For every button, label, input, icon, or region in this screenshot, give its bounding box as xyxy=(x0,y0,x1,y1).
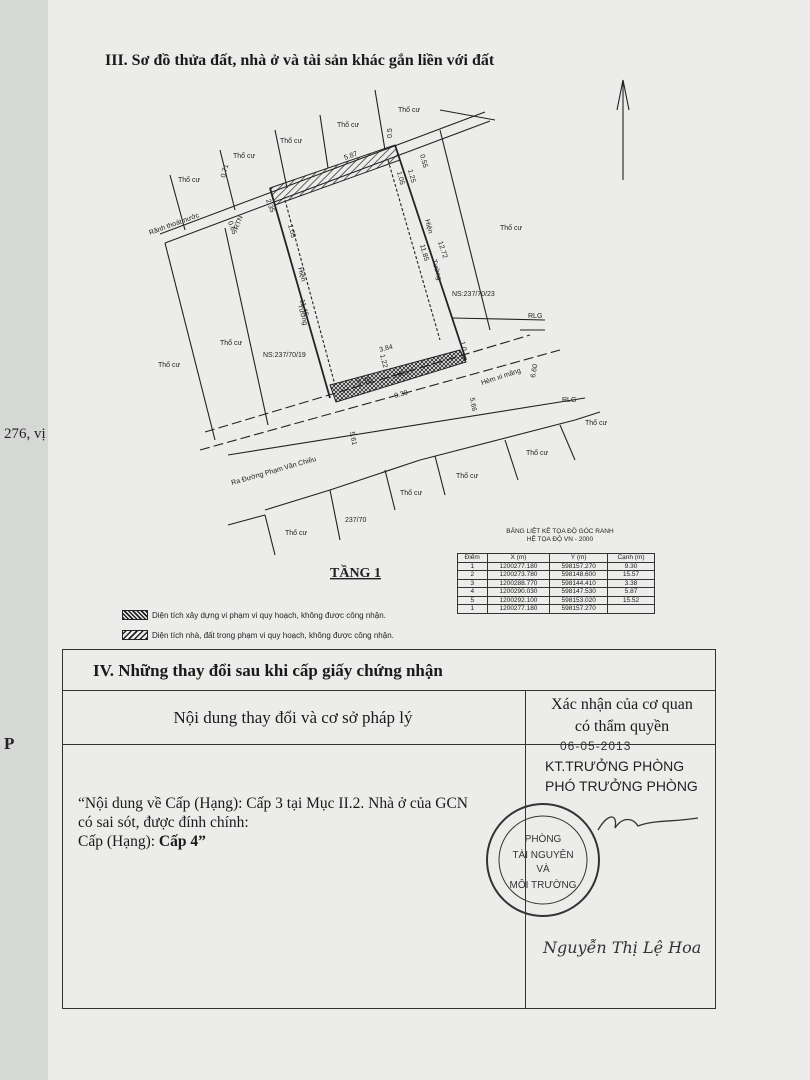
official-seal-icon: PHÒNG TÀI NGUYÊN VÀ MÔI TRƯỜNG xyxy=(486,803,600,917)
left-page-fragment-2: P xyxy=(4,734,15,753)
coord-table-caption: BẢNG LIỆT KÊ TỌA ĐỘ GÓC RANH HỆ TỌA ĐỘ V… xyxy=(506,528,614,543)
left-page-strip xyxy=(0,0,48,1080)
svg-text:5.66: 5.66 xyxy=(468,397,477,412)
svg-text:0.5: 0.5 xyxy=(387,128,394,138)
svg-text:0.65: 0.65 xyxy=(226,220,237,235)
column-divider xyxy=(525,690,526,1008)
neighbor-line-2 xyxy=(224,227,269,426)
rlg-label-1: RLG xyxy=(528,313,542,320)
svg-text:5.30: 5.30 xyxy=(357,377,372,387)
section4-table: IV. Những thay đổi sau khi cấp giấy chứn… xyxy=(62,649,716,1009)
planning-line-1 xyxy=(199,349,561,451)
svg-text:Thổ cư: Thổ cư xyxy=(337,121,360,129)
svg-text:PHÒNG: PHÒNG xyxy=(525,832,562,845)
signature-icon xyxy=(597,816,699,831)
neighbor-line-1 xyxy=(164,242,216,441)
section3-title: III. Sơ đồ thửa đất, nhà ở và tài sản kh… xyxy=(105,52,495,69)
svg-text:0.55: 0.55 xyxy=(418,154,428,169)
wall-label-right-2: Tường xyxy=(430,259,442,282)
legend-item-planning: Diện tích nhà, đất trong phạm vi quy hoạ… xyxy=(122,630,394,640)
svg-text:Thổ cư: Thổ cư xyxy=(526,449,549,457)
svg-text:Thổ cư: Thổ cư xyxy=(398,106,421,114)
svg-text:6.60: 6.60 xyxy=(530,364,539,379)
neighbor-line-3 xyxy=(439,129,491,331)
svg-text:1.05: 1.05 xyxy=(395,171,405,186)
alley-line xyxy=(227,397,586,456)
svg-text:Thổ cư: Thổ cư xyxy=(456,472,479,480)
column-header-content: Nội dung thay đổi và cơ sở pháp lý xyxy=(173,708,413,727)
svg-text:1.0: 1.0 xyxy=(458,341,467,352)
signer-title-2: PHÓ TRƯỞNG PHÒNG xyxy=(545,778,698,794)
legend-item-violation: Diện tích xây dựng vi phạm vi quy hoạch,… xyxy=(122,610,386,620)
lot-side-right xyxy=(394,144,467,361)
svg-text:Thổ cư: Thổ cư xyxy=(233,152,256,160)
svg-text:Thổ cư: Thổ cư xyxy=(158,361,181,369)
drain-label: Rãnh thoát nước xyxy=(148,212,201,237)
svg-text:1.22: 1.22 xyxy=(378,354,388,369)
lot-side-left xyxy=(269,187,331,399)
svg-text:MÔI TRƯỜNG: MÔI TRƯỜNG xyxy=(510,878,577,891)
north-arrow-head xyxy=(616,79,630,111)
diagonal-swatch xyxy=(122,630,148,640)
svg-text:3.84: 3.84 xyxy=(379,344,394,354)
svg-text:Thổ cư: Thổ cư xyxy=(285,529,308,537)
signer-title-1: KT.TRƯỞNG PHÒNG xyxy=(545,758,685,774)
signer-name: Nguyễn Thị Lệ Hoa xyxy=(543,938,702,957)
svg-text:Thổ cư: Thổ cư xyxy=(585,419,608,427)
house-right-code: NS:237/70/23 xyxy=(452,291,495,298)
neighbor-label: Thổ cư xyxy=(178,176,201,184)
row-divider xyxy=(63,744,715,745)
change-content: “Nội dung về Cấp (Hạng): Cấp 3 tại Mục I… xyxy=(78,795,469,850)
svg-text:TÀI NGUYÊN: TÀI NGUYÊN xyxy=(512,848,573,861)
svg-text:5.87: 5.87 xyxy=(343,151,358,162)
svg-text:VÀ: VÀ xyxy=(536,862,550,875)
svg-text:1.05: 1.05 xyxy=(286,224,296,239)
svg-text:5.61: 5.61 xyxy=(348,431,357,446)
road-label: Ra Đường Phạm Văn Chiêu xyxy=(231,456,318,487)
section4-header: IV. Những thay đổi sau khi cấp giấy chứn… xyxy=(63,650,715,691)
svg-text:Thổ cư: Thổ cư xyxy=(280,137,303,145)
svg-text:Thổ cư: Thổ cư xyxy=(400,489,423,497)
svg-text:0.71: 0.71 xyxy=(220,163,230,178)
svg-text:2.35: 2.35 xyxy=(264,198,275,213)
violation-area-bottom xyxy=(329,349,467,403)
house-left-code: NS:237/70/19 xyxy=(263,352,306,359)
svg-text:1.25: 1.25 xyxy=(406,169,416,184)
rtn-label: RTN xyxy=(233,215,244,231)
svg-text:9.30: 9.30 xyxy=(394,390,409,400)
column-header-confirm: Xác nhận của cơ quan có thẩm quyền xyxy=(551,696,693,735)
certificate-page xyxy=(48,0,810,1080)
svg-text:Thổ cư: Thổ cư xyxy=(500,224,523,232)
floor-label: TẦNG 1 xyxy=(330,564,381,581)
svg-text:Thổ cư: Thổ cư xyxy=(220,339,243,347)
svg-text:12.72: 12.72 xyxy=(436,240,448,259)
confirmation-date: 06-05-2013 xyxy=(560,739,632,753)
rlg-label-2: RLG xyxy=(562,397,576,404)
small-code: 237/70 xyxy=(345,517,367,524)
crosshatch-swatch xyxy=(122,610,148,620)
wall-label-right-1: Hiện xyxy=(423,219,434,235)
wall-label-bottom: Hiện xyxy=(394,369,410,380)
land-plan-diagram: Thổ cư Thổ cư Thổ cư Thổ cư Thổ cư Thổ c… xyxy=(148,79,630,581)
wall-label-left-1: Hiện xyxy=(296,267,307,283)
svg-text:11.46: 11.46 xyxy=(298,299,309,317)
svg-text:11.85: 11.85 xyxy=(418,244,429,262)
section4-title: IV. Những thay đổi sau khi cấp giấy chứn… xyxy=(93,661,443,680)
left-page-fragment-1: 276, vị xyxy=(4,426,46,442)
planning-area-top xyxy=(269,144,401,206)
